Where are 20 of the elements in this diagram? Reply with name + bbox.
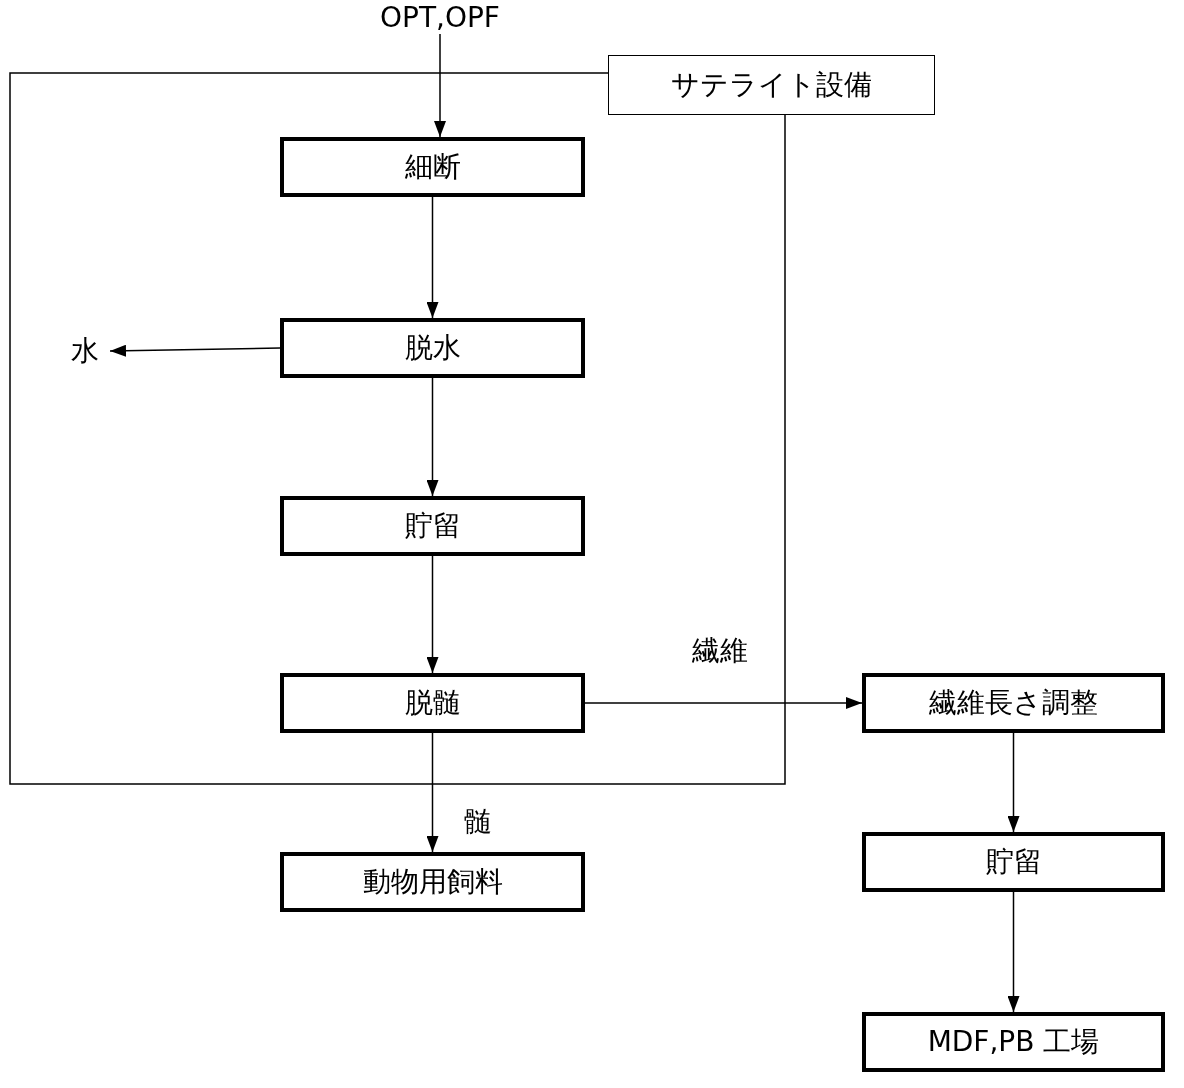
process-box: 貯留 xyxy=(862,832,1165,892)
process-box: 繊維長さ調整 xyxy=(862,673,1165,733)
process-box: 細断 xyxy=(280,137,585,197)
facility-label: サテライト設備 xyxy=(608,55,935,115)
process-box: MDF,PB 工場 xyxy=(862,1012,1165,1072)
arrow xyxy=(426,555,439,674)
arrow xyxy=(109,344,281,357)
arrow xyxy=(1007,891,1020,1013)
process-box: 動物用飼料 xyxy=(280,852,585,912)
process-box: 脱水 xyxy=(280,318,585,378)
arrow xyxy=(434,33,446,138)
flow-text: OPT,OPF xyxy=(360,0,520,34)
arrow xyxy=(426,377,439,497)
arrow xyxy=(584,697,863,709)
flow-text: 水 xyxy=(60,330,110,372)
arrow xyxy=(426,196,439,319)
process-box: 貯留 xyxy=(280,496,585,556)
arrow xyxy=(426,732,439,853)
process-box: 脱髄 xyxy=(280,673,585,733)
arrow xyxy=(1007,732,1020,833)
